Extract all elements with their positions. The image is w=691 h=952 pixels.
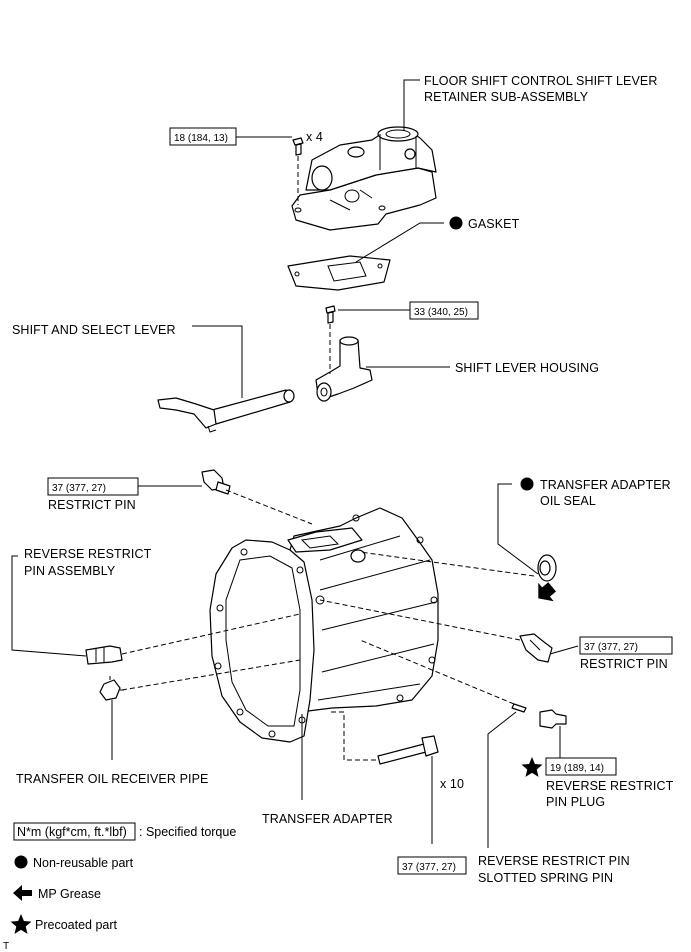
torque-retainer-text: 18 (184, 13) (174, 133, 228, 144)
torque-box-adapter-bolt (397, 856, 467, 875)
non-reusable-dot-icon (449, 216, 463, 230)
label-restrict-pin-left: RESTRICT PIN (48, 498, 136, 512)
label-floor-shift-1: FLOOR SHIFT CONTROL SHIFT LEVER (424, 74, 657, 88)
label-oil-receiver-pipe: TRANSFER OIL RECEIVER PIPE (16, 772, 208, 786)
precoated-star-icon (10, 914, 32, 934)
label-reverse-pin-assy-1: REVERSE RESTRICT (24, 547, 152, 561)
label-restrict-pin-right: RESTRICT PIN (580, 657, 668, 671)
restrict-pin-left-part (201, 469, 231, 495)
precoated-star-icon (521, 757, 543, 777)
legend-torque-box (13, 822, 136, 841)
torque-box-retainer (169, 127, 237, 146)
adapter-bolt-part (377, 735, 439, 765)
label-transfer-adapter: TRANSFER ADAPTER (262, 812, 393, 826)
legend: N*m (kgf*cm, ft.*lbf) : Specified torque… (10, 822, 236, 934)
torque-plug-text: 19 (189, 14) (550, 763, 604, 774)
legend-precoated: Precoated part (35, 918, 118, 932)
gasket-part (287, 255, 391, 291)
shift-lever-housing-part (315, 336, 373, 402)
label-shift-select-lever: SHIFT AND SELECT LEVER (12, 323, 176, 337)
label-shift-lever-housing: SHIFT LEVER HOUSING (455, 361, 599, 375)
torque-box-restrict-pin-left (47, 477, 139, 496)
label-oil-seal-1: TRANSFER ADAPTER (540, 478, 671, 492)
transfer-adapter-part (209, 507, 439, 743)
label-oil-seal-2: OIL SEAL (540, 494, 596, 508)
label-retainer-qty: x 4 (306, 130, 323, 144)
torque-restrict-pin-left-text: 37 (377, 27) (52, 483, 106, 494)
label-floor-shift-2: RETAINER SUB-ASSEMBLY (424, 90, 589, 104)
reverse-restrict-pin-plug-part (539, 709, 567, 729)
legend-torque-desc: : Specified torque (139, 825, 236, 839)
retainer-bolt (292, 137, 304, 156)
torque-box-housing (409, 301, 479, 320)
non-reusable-dot-icon (14, 855, 28, 869)
legend-torque-box-text: N*m (kgf*cm, ft.*lbf) (17, 825, 127, 839)
label-plug-1: REVERSE RESTRICT (546, 779, 674, 793)
label-spring-pin-1: REVERSE RESTRICT PIN (478, 854, 630, 868)
label-gasket: GASKET (468, 217, 520, 231)
footer-mark: T (3, 941, 9, 952)
torque-box-plug (545, 757, 617, 776)
label-plug-2: PIN PLUG (546, 795, 605, 809)
mp-grease-arrow (538, 582, 556, 602)
shift-select-lever-part (157, 389, 295, 433)
torque-box-restrict-pin-right (579, 636, 673, 655)
legend-mp-grease: MP Grease (38, 887, 101, 901)
label-spring-pin-2: SLOTTED SPRING PIN (478, 871, 613, 885)
transfer-oil-receiver-pipe-part (99, 676, 124, 701)
label-bolt-qty: x 10 (440, 777, 464, 791)
housing-bolt (325, 305, 336, 324)
oil-seal-part (537, 554, 557, 582)
legend-non-reusable: Non-reusable part (33, 856, 134, 870)
reverse-restrict-pin-assembly-part (85, 645, 123, 665)
torque-adapter-bolt-text: 37 (377, 27) (402, 862, 456, 873)
slotted-spring-pin-part (511, 703, 527, 713)
label-reverse-pin-assy-2: PIN ASSEMBLY (24, 564, 116, 578)
torque-restrict-pin-right-text: 37 (377, 27) (584, 642, 638, 653)
restrict-pin-right-part (519, 633, 553, 663)
mp-grease-arrow-icon (13, 885, 32, 901)
torque-housing-text: 33 (340, 25) (414, 307, 468, 318)
non-reusable-dot-icon (520, 477, 534, 491)
shift-lever-retainer-part (291, 126, 437, 231)
